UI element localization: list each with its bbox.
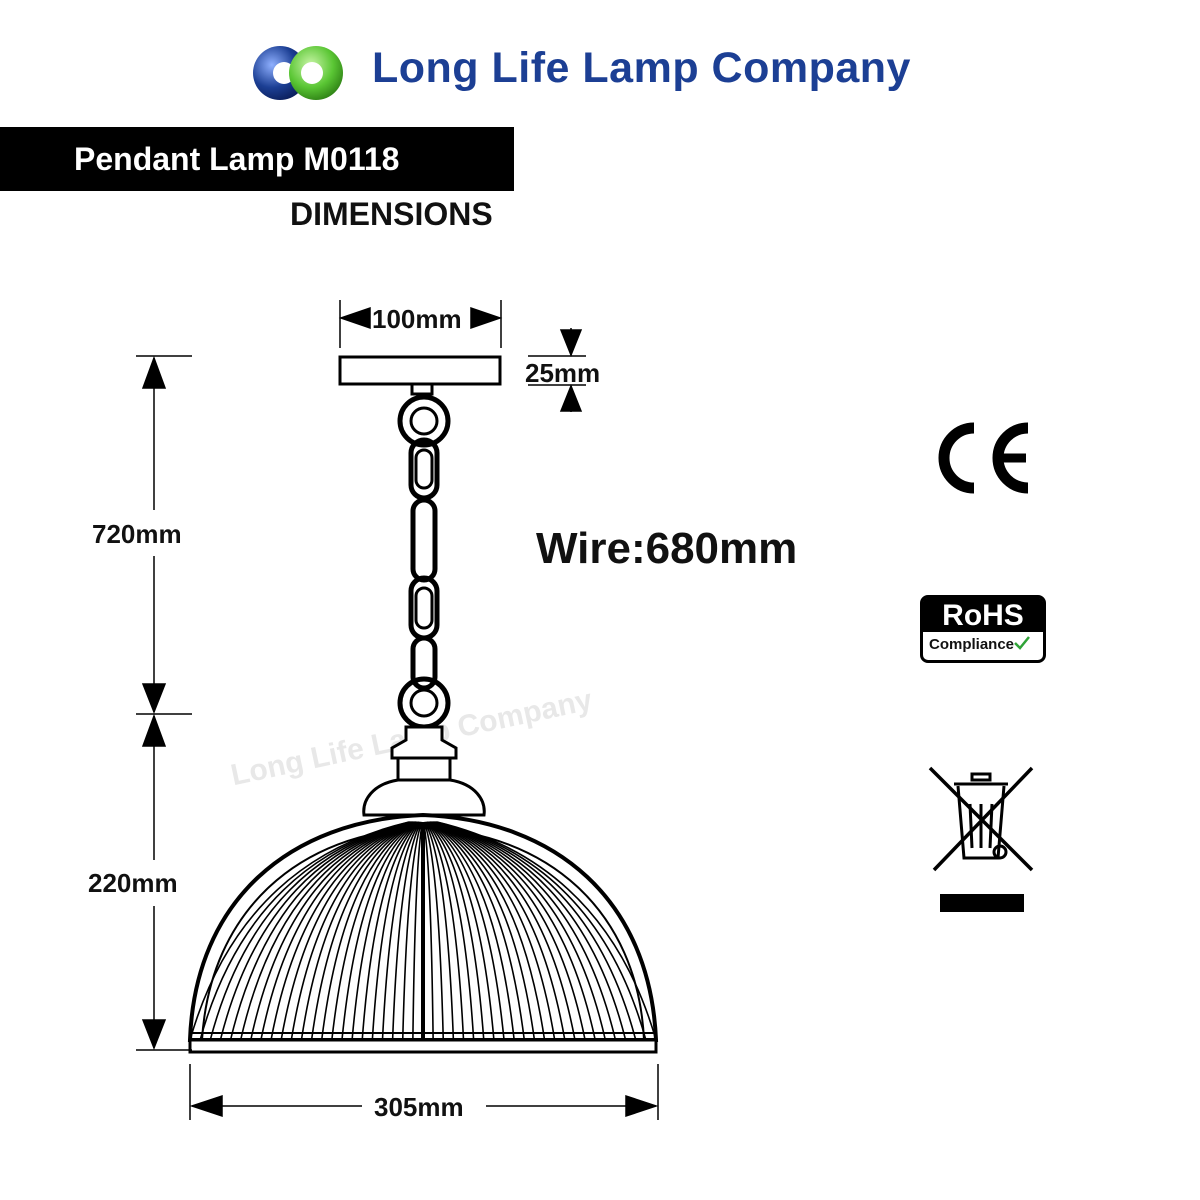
product-title-bar: Pendant Lamp M0118 [0,127,514,191]
rohs-compliance-badge: RoHS Compliance [920,595,1046,663]
product-title: Pendant Lamp M0118 [74,141,400,177]
dome-rib [428,821,526,1040]
dome-rib [239,821,413,1040]
dome-rib [270,821,415,1040]
rohs-subtitle: Compliance [929,636,1030,653]
wire-length-label: Wire:680mm [536,524,798,573]
dome-rib [310,821,417,1040]
dome-rib [432,821,586,1040]
dome-rib [431,821,566,1040]
hanging-length-label: 720mm [92,519,182,550]
dome-rib [428,821,515,1040]
company-name: Long Life Lamp Company [372,44,911,92]
company-logo-icon [253,46,343,100]
section-heading: DIMENSIONS [290,196,493,232]
dome-rib [430,821,556,1040]
ce-mark-icon [938,422,1029,494]
dome-rib [361,821,420,1040]
lamp-fitter [362,725,486,817]
dome-rib [423,821,445,1040]
dome-rib [426,821,485,1040]
dome-rib [351,821,420,1040]
dome-rib [260,821,414,1040]
dome-rib [300,821,417,1040]
dome-rib [429,821,546,1040]
dome-rib [219,821,412,1040]
dome-rib [427,821,505,1040]
dome-rib [250,821,413,1040]
dome-shade [187,812,659,1054]
canopy-height-label: 25mm [525,358,601,388]
dome-rib [429,821,536,1040]
dome-rib [401,821,423,1040]
dome-rib [391,821,422,1040]
dome-rib [381,821,422,1040]
dome-rib [434,821,617,1040]
dome-rib [341,821,419,1040]
canopy-width-label: 100mm [372,304,462,334]
checkmark-icon [1014,636,1030,650]
dome-rib [331,821,418,1040]
shade-diameter-label: 305mm [374,1092,464,1123]
dome-rib [433,821,596,1040]
dome-rib [229,821,412,1040]
rohs-title: RoHS [923,598,1043,632]
rohs-subtitle-text: Compliance [929,636,1015,653]
dimension-lines [136,300,659,1120]
header: Long Life Lamp Company [0,0,1200,120]
dome-rib [426,821,495,1040]
shade-height-label: 220mm [88,868,178,899]
dome-rib [431,821,576,1040]
dome-rib [433,821,607,1040]
dome-rib [320,821,418,1040]
dome-rib [425,821,475,1040]
dome-rib [424,821,455,1040]
dome-rib [371,821,421,1040]
dome-rib [412,821,424,1040]
dome-rib [280,821,415,1040]
chain [397,394,451,730]
dome-rib [424,821,465,1040]
dome-rib [434,821,627,1040]
dome-rib [290,821,416,1040]
weee-crossed-bin-icon [928,766,1034,912]
canopy [338,355,502,396]
dome-rib [422,821,434,1040]
